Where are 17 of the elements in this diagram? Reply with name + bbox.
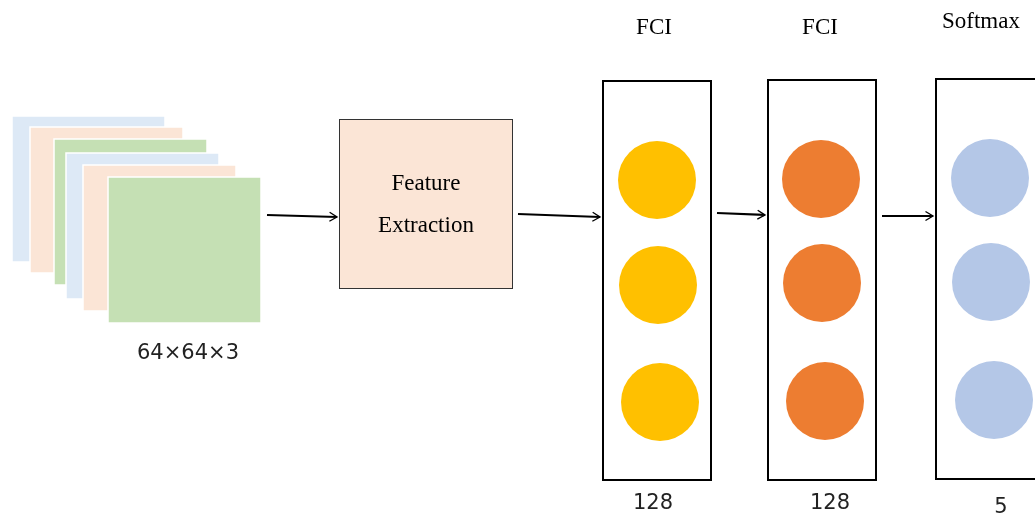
size-label: 128 bbox=[809, 490, 851, 514]
arrow bbox=[266, 211, 338, 222]
arrow bbox=[716, 209, 766, 220]
layer-title: Softmax bbox=[942, 8, 1020, 34]
layer-panel bbox=[602, 80, 712, 481]
size-label: 64×64×3 bbox=[137, 340, 239, 364]
size-label: 5 bbox=[994, 494, 1008, 518]
layer-title: FCI bbox=[636, 14, 672, 40]
size-label: 128 bbox=[632, 490, 674, 514]
layer-panel bbox=[767, 79, 877, 481]
box-label: Feature Extraction bbox=[377, 169, 475, 239]
layer-title: FCI bbox=[802, 14, 838, 40]
arrow bbox=[517, 211, 601, 222]
arrow bbox=[882, 210, 934, 222]
process-box bbox=[339, 119, 513, 289]
image-stack-drawing bbox=[12, 116, 262, 323]
layer-panel bbox=[935, 78, 1035, 480]
